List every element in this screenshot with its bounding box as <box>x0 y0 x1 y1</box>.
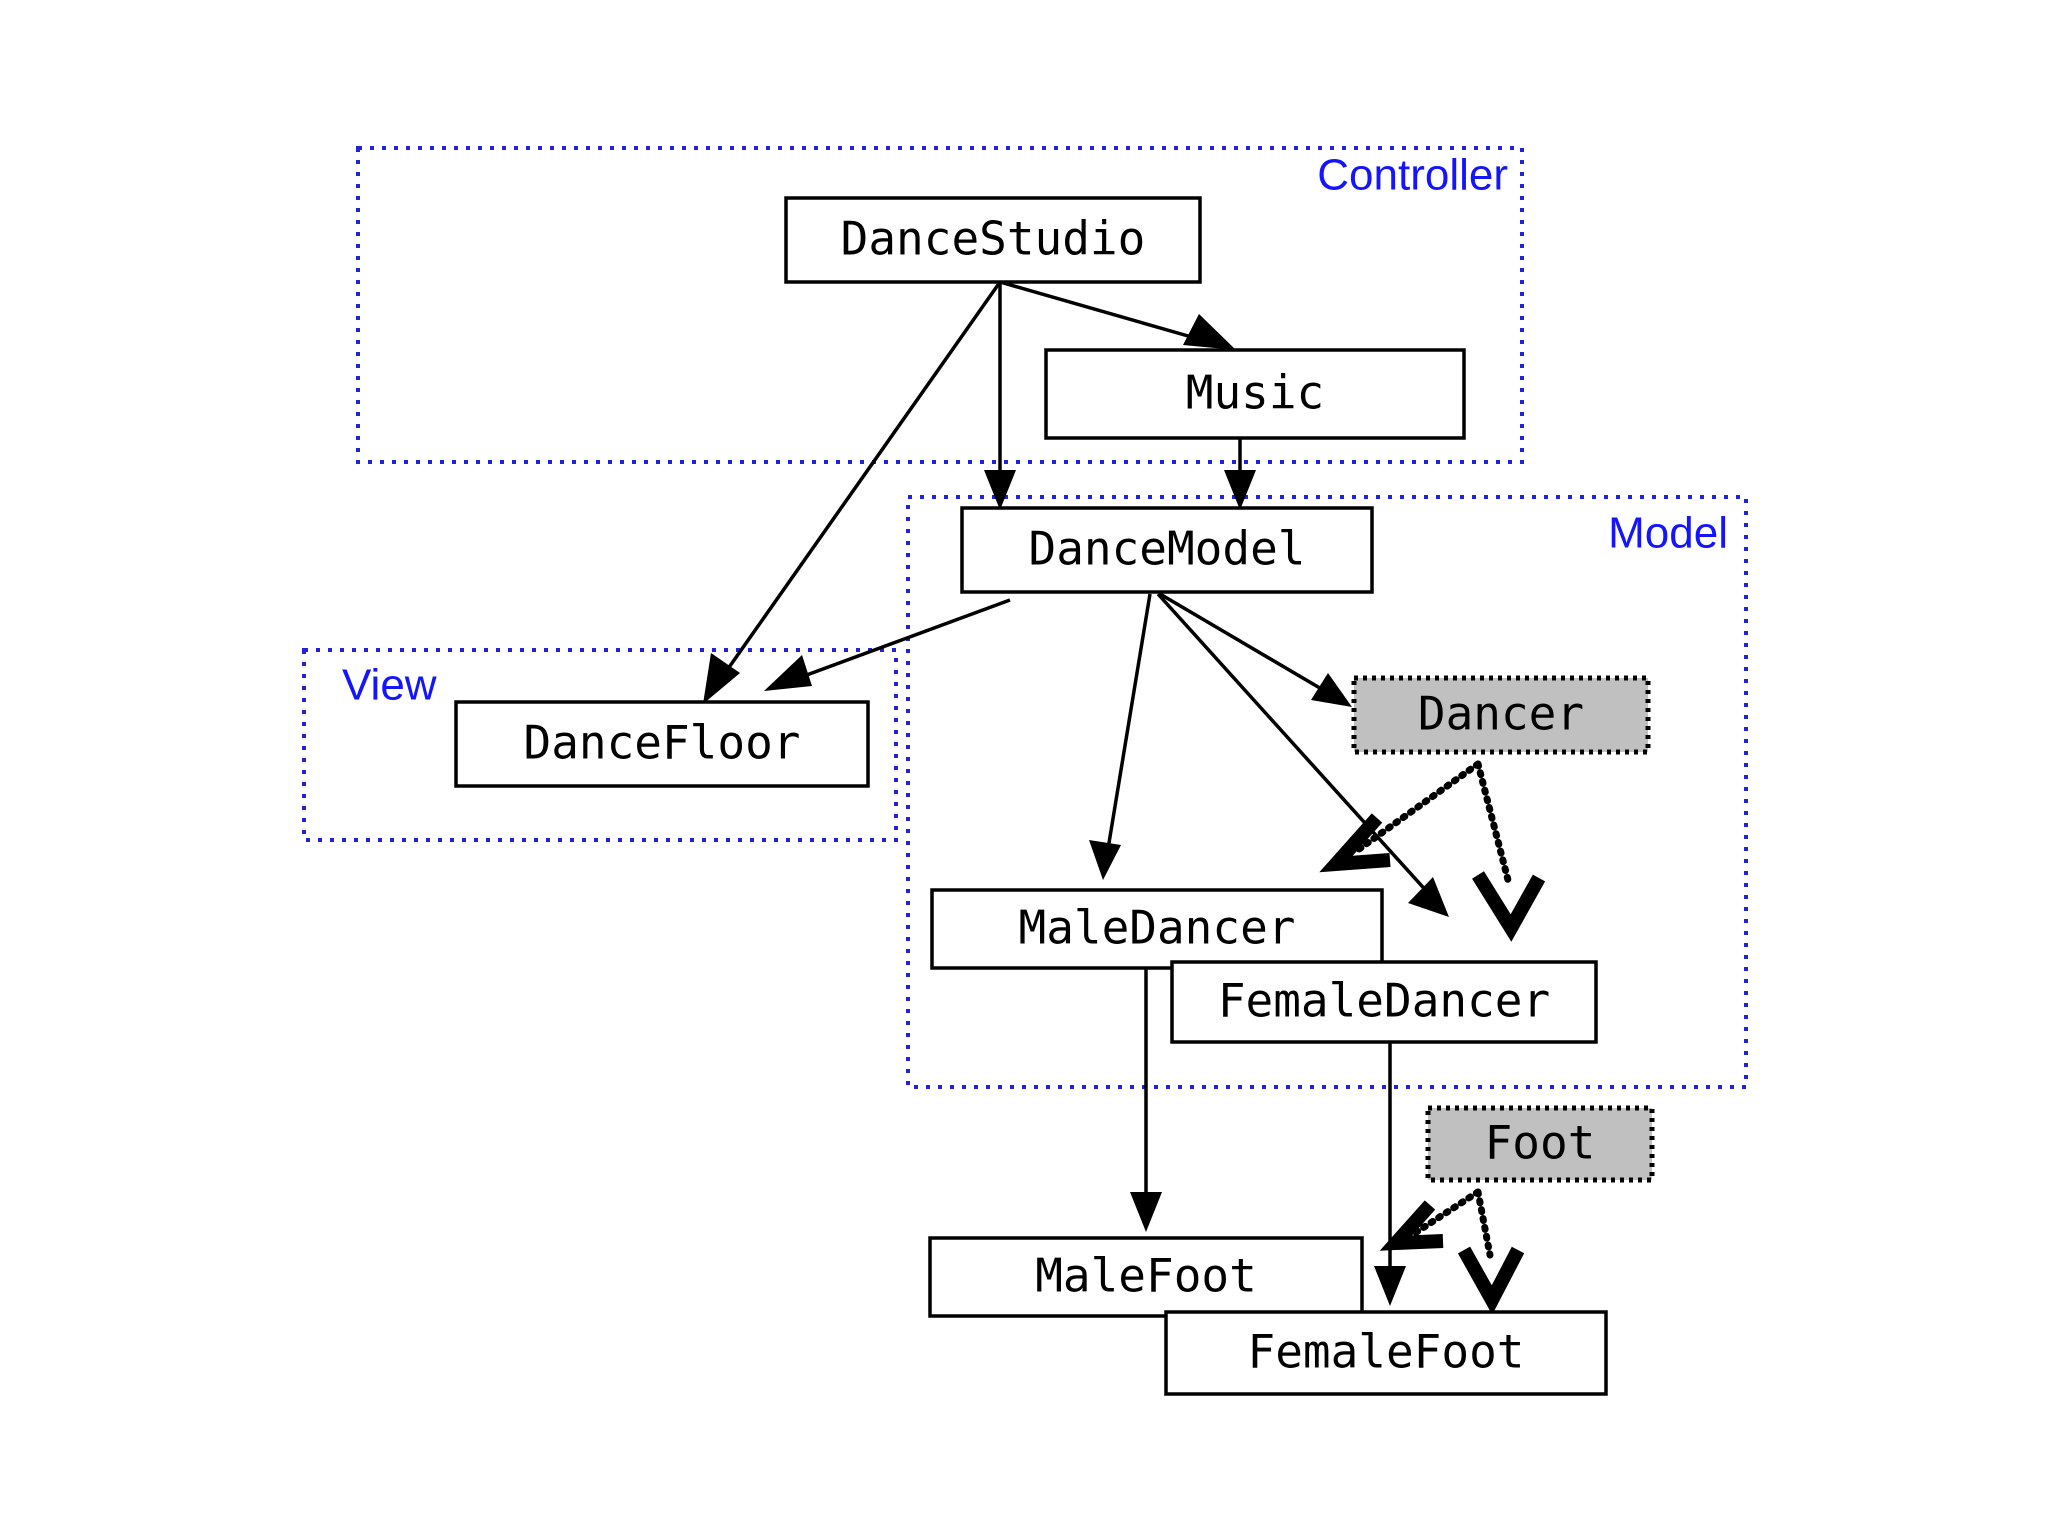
edge-dancemodel-maledancer-arrowhead <box>1089 840 1121 880</box>
edge-dancemodel-femaledancer-line <box>1156 592 1432 897</box>
edge-dancemodel-maledancer-line <box>1105 593 1152 856</box>
class-box-dancestudio <box>784 196 1202 284</box>
edge-foot-femalefoot-line <box>1474 1188 1494 1259</box>
class-node-foot[interactable]: Foot <box>1425 1105 1655 1183</box>
class-box-dancefloor <box>454 700 870 788</box>
edge-foot-femalefoot-arrowhead <box>1457 1246 1525 1315</box>
class-box-foot <box>1425 1105 1655 1183</box>
edge-dancemodel-femaledancer-arrowhead <box>1408 877 1449 917</box>
edge-dancemodel-dancefloor-line <box>784 598 1011 685</box>
class-label-dancefloor: DanceFloor <box>524 716 801 770</box>
class-box-malefoot <box>928 1236 1364 1318</box>
edge-dancer-maledancer-arrowhead <box>1319 813 1391 873</box>
edge-dancemodel-dancefloor-arrowhead <box>764 655 812 691</box>
edge-dancemodel-dancer-line <box>1159 592 1331 696</box>
edge-dancer-femaledancer-arrowhead <box>1472 871 1546 942</box>
class-node-malefoot[interactable]: MaleFoot <box>928 1236 1364 1318</box>
class-box-dancer <box>1351 675 1651 755</box>
edge-dancestudio-music-arrowhead <box>1183 314 1236 350</box>
class-label-dancemodel: DanceModel <box>1029 522 1306 576</box>
class-label-femalefoot: FemaleFoot <box>1248 1325 1525 1379</box>
edge-foot-femalefoot[interactable] <box>1457 1188 1525 1315</box>
edge-dancestudio-dancefloor[interactable] <box>703 280 1002 704</box>
class-label-malefoot: MaleFoot <box>1035 1249 1257 1303</box>
class-label-dancestudio: DanceStudio <box>841 212 1146 266</box>
class-node-dancestudio[interactable]: DanceStudio <box>784 196 1202 284</box>
package-view[interactable]: View <box>302 648 898 842</box>
class-box-music <box>1044 348 1466 440</box>
edge-dancestudio-music-line <box>999 280 1217 346</box>
class-label-maledancer: MaleDancer <box>1019 901 1296 955</box>
edge-femaledancer-femalefoot[interactable] <box>1374 1042 1406 1306</box>
class-label-dancer: Dancer <box>1418 687 1584 741</box>
edge-music-dancemodel-arrowhead <box>1224 470 1256 510</box>
package-controller-border <box>356 146 1524 464</box>
edge-dancemodel-dancefloor[interactable] <box>764 598 1011 691</box>
edge-maledancer-malefoot[interactable] <box>1130 968 1162 1232</box>
edge-dancemodel-dancer[interactable] <box>1159 592 1352 707</box>
edge-dancestudio-dancefloor-arrowhead <box>703 653 740 704</box>
class-label-femaledancer: FemaleDancer <box>1218 974 1550 1028</box>
class-node-dancefloor[interactable]: DanceFloor <box>454 700 870 788</box>
edge-foot-malefoot-arrowhead <box>1379 1200 1444 1251</box>
edge-maledancer-malefoot-arrowhead <box>1130 1192 1162 1232</box>
edge-dancestudio-music[interactable] <box>999 280 1236 350</box>
edge-dancer-maledancer-line <box>1351 760 1482 856</box>
class-label-music: Music <box>1186 366 1324 420</box>
class-box-dancemodel <box>960 506 1374 594</box>
edge-dancestudio-dancefloor-line <box>716 280 1002 685</box>
edge-dancemodel-femaledancer[interactable] <box>1156 592 1449 917</box>
edge-foot-malefoot[interactable] <box>1379 1188 1482 1251</box>
edge-dancemodel-maledancer[interactable] <box>1089 593 1152 880</box>
edge-dancer-maledancer[interactable] <box>1319 760 1482 873</box>
package-model[interactable]: Model <box>906 495 1748 1089</box>
class-node-femaledancer[interactable]: FemaleDancer <box>1170 960 1598 1044</box>
class-box-femaledancer <box>1170 960 1598 1044</box>
class-node-maledancer[interactable]: MaleDancer <box>930 888 1384 970</box>
package-controller[interactable]: Controller <box>356 146 1524 464</box>
edge-music-dancemodel[interactable] <box>1224 438 1256 510</box>
class-node-dancer[interactable]: Dancer <box>1351 675 1651 755</box>
package-view-border <box>302 648 898 842</box>
edge-femaledancer-femalefoot-arrowhead <box>1374 1266 1406 1306</box>
class-box-femalefoot <box>1164 1310 1608 1396</box>
package-view-label: View <box>342 661 437 710</box>
class-node-music[interactable]: Music <box>1044 348 1466 440</box>
package-controller-label: Controller <box>1317 151 1508 200</box>
class-label-foot: Foot <box>1485 1116 1596 1170</box>
edge-dancer-femaledancer[interactable] <box>1472 760 1546 942</box>
edge-dancemodel-dancer-arrowhead <box>1311 673 1352 707</box>
edge-dancestudio-dancemodel[interactable] <box>984 282 1016 510</box>
class-node-femalefoot[interactable]: FemaleFoot <box>1164 1310 1608 1396</box>
edge-foot-malefoot-line <box>1408 1188 1482 1239</box>
package-model-label: Model <box>1608 509 1728 558</box>
class-node-dancemodel[interactable]: DanceModel <box>960 506 1374 594</box>
edge-dancer-femaledancer-line <box>1474 760 1512 884</box>
edge-dancestudio-dancemodel-arrowhead <box>984 470 1016 510</box>
class-box-maledancer <box>930 888 1384 970</box>
